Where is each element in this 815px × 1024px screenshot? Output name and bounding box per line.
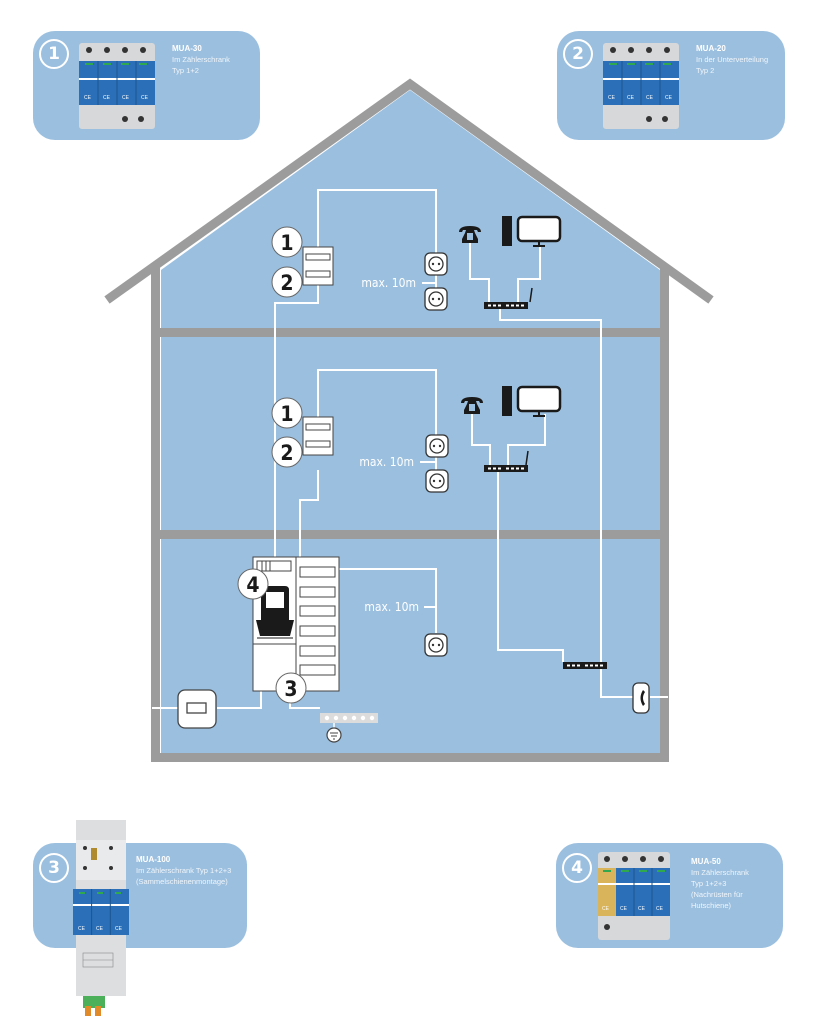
- marker-1: 1: [271, 397, 303, 429]
- product-number-badge: 2: [563, 39, 593, 69]
- product-detail-line: Im Zählerschrank: [172, 55, 230, 64]
- marker-label: 4: [246, 573, 259, 597]
- power-socket: [424, 252, 448, 276]
- marker-label: 3: [284, 677, 297, 701]
- router-antenna: [529, 287, 533, 303]
- product-detail-line: Typ 1+2+3: [691, 879, 727, 888]
- product-detail-line: Im Zählerschrank: [691, 868, 749, 877]
- distribution-box: [302, 416, 334, 456]
- svg-text:CE: CE: [627, 95, 635, 101]
- svg-text:CE: CE: [103, 95, 111, 101]
- power-socket: [425, 469, 449, 493]
- surge-protector-image: CE CE CE CE: [79, 43, 155, 129]
- product-number-badge: 1: [39, 39, 69, 69]
- marker-1: 1: [271, 226, 303, 258]
- product-model: MUA-30: [172, 44, 202, 53]
- product-model: MUA-100: [136, 855, 171, 864]
- svg-text:CE: CE: [638, 906, 646, 912]
- svg-text:CE: CE: [96, 926, 104, 932]
- router-antenna: [525, 450, 529, 466]
- product-detail-line: Im Zählerschrank Typ 1+2+3: [136, 866, 232, 875]
- power-socket: [424, 633, 448, 657]
- product-detail-line: Hutschiene): [691, 901, 732, 910]
- network-switch-icon: [563, 662, 607, 669]
- product-description: MUA-30 Im Zählerschrank Typ 1+2: [172, 43, 230, 76]
- meter-cabinet: [252, 556, 340, 692]
- product-number-badge: 4: [562, 853, 592, 883]
- grounding-bar: [320, 713, 378, 728]
- marker-3: 3: [275, 672, 307, 704]
- marker-label: 2: [280, 441, 293, 465]
- product-model: MUA-50: [691, 857, 721, 866]
- busbar-surge-protector-image: CE CE CE: [73, 820, 129, 1016]
- svg-text:CE: CE: [646, 95, 654, 101]
- product-card-4: 4 CE CE CE CE MUA-50 Im Zählerschrank Typ 1…: [556, 843, 783, 948]
- router-icon: [484, 465, 528, 472]
- marker-label: 1: [280, 231, 293, 255]
- surge-protector-image: CE CE CE CE: [598, 852, 670, 940]
- product-card-1: 1 CE CE CE CE MUA-30 Im Zählerschrank Typ 1…: [33, 31, 260, 140]
- svg-text:CE: CE: [602, 906, 610, 912]
- product-description: MUA-100 Im Zählerschrank Typ 1+2+3 (Samm…: [136, 854, 231, 887]
- product-detail-line: Typ 2: [696, 66, 715, 75]
- distance-label: max. 10m: [361, 276, 416, 290]
- marker-label: 1: [280, 402, 293, 426]
- svg-text:CE: CE: [608, 95, 616, 101]
- svg-text:CE: CE: [122, 95, 130, 101]
- wall-left: [151, 266, 160, 761]
- svg-text:CE: CE: [656, 906, 664, 912]
- marker-2: 2: [271, 266, 303, 298]
- marker-label: 2: [280, 271, 293, 295]
- wall-right: [660, 266, 669, 761]
- house-connection-box: [177, 689, 217, 729]
- product-description: MUA-20 In der Unterverteilung Typ 2: [696, 43, 768, 76]
- power-socket: [425, 434, 449, 458]
- product-card-2: 2 CE CE CE CE MUA-20 In der Unterverteilung…: [557, 31, 785, 140]
- product-number-badge: 3: [39, 853, 69, 883]
- svg-text:CE: CE: [141, 95, 149, 101]
- product-detail-line: (Sammelschienenmontage): [136, 877, 228, 886]
- product-detail-line: Typ 1+2: [172, 66, 199, 75]
- surge-protector-image: CE CE CE CE: [603, 43, 679, 129]
- product-description: MUA-50 Im Zählerschrank Typ 1+2+3 (Nachr…: [691, 856, 749, 911]
- svg-text:CE: CE: [620, 906, 628, 912]
- svg-text:CE: CE: [115, 926, 123, 932]
- distance-label: max. 10m: [359, 455, 414, 469]
- distance-label: max. 10m: [364, 600, 419, 614]
- distribution-box: [302, 246, 334, 286]
- svg-text:CE: CE: [665, 95, 673, 101]
- house-base: [151, 753, 669, 762]
- marker-4: 4: [237, 568, 269, 600]
- router-icon: [484, 302, 528, 309]
- floor-divider-2: [151, 530, 669, 539]
- svg-text:CE: CE: [84, 95, 92, 101]
- product-detail-line: (Nachrüsten für: [691, 890, 743, 899]
- ground-icon: [326, 727, 342, 743]
- product-card-3: 3 MUA-100 Im Zählerschrank Typ 1+2+3 (Sa…: [33, 843, 247, 948]
- phone-socket-icon: [632, 682, 650, 714]
- floor-divider-1: [151, 328, 669, 337]
- power-socket: [424, 287, 448, 311]
- marker-2: 2: [271, 436, 303, 468]
- svg-text:CE: CE: [78, 926, 86, 932]
- product-model: MUA-20: [696, 44, 726, 53]
- wiring: [152, 189, 668, 709]
- product-detail-line: In der Unterverteilung: [696, 55, 769, 64]
- roof-line: [104, 78, 714, 304]
